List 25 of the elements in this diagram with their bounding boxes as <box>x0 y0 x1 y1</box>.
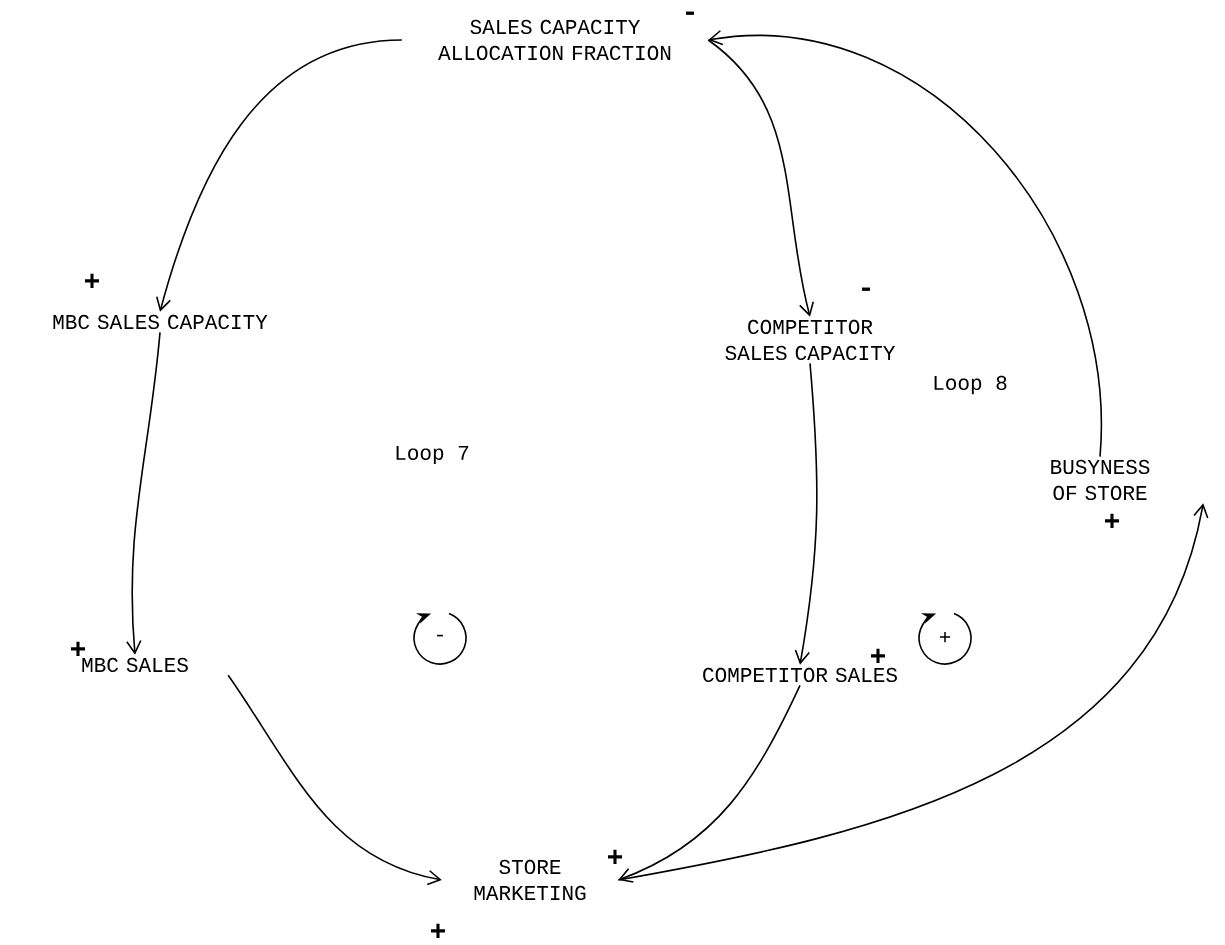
arrow <box>617 503 1209 881</box>
variable-label: SALES CAPACITY ALLOCATION FRACTION <box>438 19 671 61</box>
arrow <box>126 331 161 655</box>
variable-label: MBC SALES <box>82 657 188 673</box>
arrow <box>227 674 442 886</box>
arrow <box>708 29 1102 458</box>
polarity-sign: + <box>71 641 85 656</box>
polarity-sign: + <box>85 273 99 288</box>
arrow <box>618 684 801 883</box>
variable-label: BUSYNESS OF STORE <box>1051 459 1150 501</box>
loop-label: Loop 8 <box>934 375 1007 395</box>
variable-label: COMPETITOR SALES <box>703 667 897 683</box>
polarity-sign: + <box>871 648 886 663</box>
arrow <box>794 362 818 665</box>
variable-label: STORE MARKETING <box>474 859 586 901</box>
loop-label: Loop 7 <box>396 445 469 465</box>
arrow <box>707 39 815 317</box>
polarity-sign: - <box>862 287 870 291</box>
arrow <box>155 39 403 312</box>
polarity-sign: - <box>686 11 694 15</box>
variable-label: COMPETITOR SALES CAPACITY <box>725 319 895 361</box>
polarity-sign: + <box>431 923 445 938</box>
polarity-sign: + <box>1105 513 1120 528</box>
polarity-sign: + <box>608 849 622 864</box>
variable-label: MBC SALES CAPACITY <box>53 314 268 330</box>
